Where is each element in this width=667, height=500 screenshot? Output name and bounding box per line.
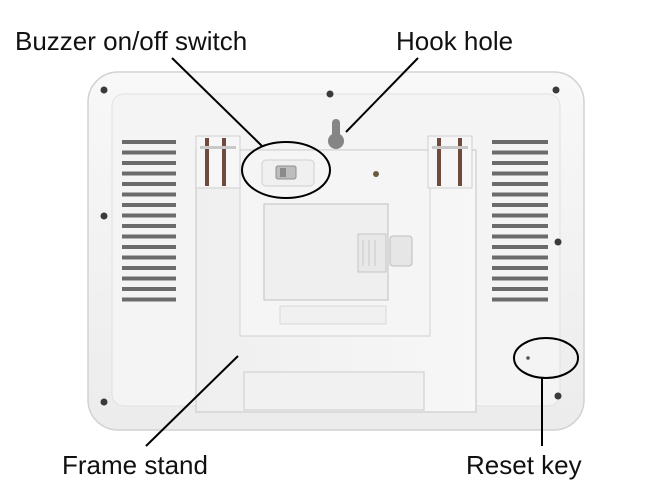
- battery-compartment[interactable]: [263, 203, 413, 301]
- buzzer-callout-circle: [241, 141, 331, 199]
- stand-hinge-right: [427, 135, 473, 189]
- screw-icon: [552, 86, 560, 94]
- vent-slot: [122, 150, 176, 155]
- vent-slot: [492, 297, 548, 302]
- screw-icon: [100, 86, 108, 94]
- vent-slot: [122, 224, 176, 228]
- battery-latch[interactable]: [389, 235, 413, 267]
- vent-slot: [492, 161, 548, 165]
- vent-slot: [122, 276, 176, 281]
- vent-slot: [122, 192, 176, 197]
- vent-slot: [122, 297, 176, 302]
- screw-icon: [326, 90, 334, 98]
- vent-slot: [492, 203, 548, 207]
- reset-key-label: Reset key: [466, 450, 582, 480]
- vent-slot: [492, 140, 548, 144]
- vent-slot: [122, 213, 176, 218]
- reset-callout-circle: [513, 337, 579, 379]
- stand-hinge-left: [195, 135, 241, 189]
- vent-slot: [492, 171, 548, 176]
- vent-slot: [122, 245, 176, 249]
- buzzer-switch-label: Buzzer on/off switch: [15, 26, 248, 56]
- vent-slot: [492, 182, 548, 186]
- vent-slot: [492, 245, 548, 249]
- vent-grille-left: [122, 140, 176, 302]
- hook-hole-label: Hook hole: [396, 26, 514, 56]
- reset-pinhole-icon[interactable]: [526, 356, 530, 360]
- screw-group: [100, 86, 562, 406]
- buzzer-leader-line: [171, 57, 263, 147]
- vent-slot: [122, 203, 176, 207]
- vent-slot: [122, 255, 176, 260]
- hook-leader-line: [345, 57, 419, 133]
- vent-slot: [492, 234, 548, 239]
- vent-slot: [492, 276, 548, 281]
- stand-leader-line: [145, 355, 239, 447]
- screw-icon: [554, 392, 562, 400]
- vent-slot: [492, 213, 548, 218]
- frame-stand-label: Frame stand: [62, 450, 208, 480]
- vent-slot: [122, 140, 176, 144]
- vent-slot: [122, 287, 176, 291]
- vent-slot: [492, 224, 548, 228]
- vent-slot: [122, 266, 176, 270]
- vent-slot: [122, 171, 176, 176]
- vent-slot: [492, 255, 548, 260]
- vent-grille-right: [492, 140, 548, 302]
- vent-slot: [492, 192, 548, 197]
- buzzer-switch-icon[interactable]: [261, 159, 315, 187]
- vent-slot: [492, 150, 548, 155]
- screw-icon: [100, 398, 108, 406]
- sensor-dot: [373, 171, 379, 177]
- screw-icon: [554, 238, 562, 246]
- vent-slot: [122, 161, 176, 165]
- screw-icon: [100, 212, 108, 220]
- vent-slot: [122, 234, 176, 239]
- vent-slot: [492, 287, 548, 291]
- vent-slot: [492, 266, 548, 270]
- vent-slot: [122, 182, 176, 186]
- hook-hole-icon: [328, 119, 344, 149]
